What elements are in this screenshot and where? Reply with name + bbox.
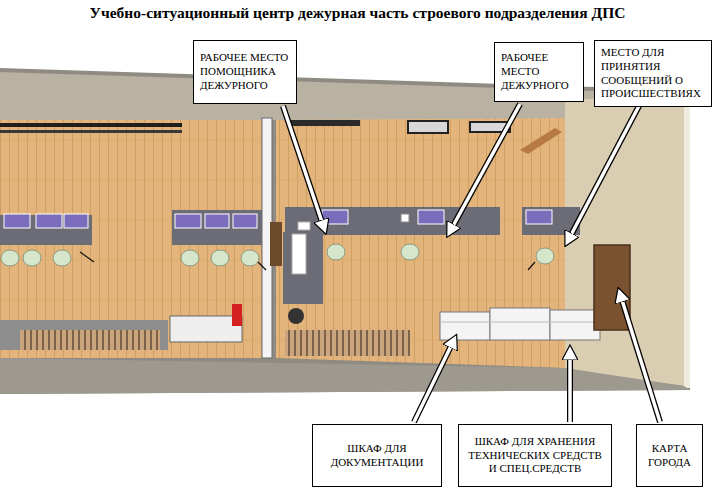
shelf	[520, 128, 562, 154]
callout-box: РАБОЧЕЕ МЕСТО ДЕЖУРНОГО	[494, 42, 584, 102]
cabinet	[550, 310, 600, 340]
desk	[0, 215, 92, 245]
extinguisher	[232, 304, 242, 326]
callout-label: ШКАФ ДЛЯ ДОКУМЕНТАЦИИ	[319, 442, 435, 470]
leader-arrows	[283, 104, 660, 422]
desk	[172, 210, 262, 245]
callout-box: КАРТА ГОРОДА	[636, 424, 703, 487]
callout-label: МЕСТО ДЛЯ ПРИНЯТИЯ СООБЩЕНИЙ О ПРОИСШЕСТ…	[601, 46, 705, 101]
callout-label: КАРТА ГОРОДА	[643, 442, 696, 470]
grating	[285, 330, 410, 356]
cabinet	[0, 320, 168, 350]
diagram-title: Учебно-ситуационный центр дежурная часть…	[0, 4, 715, 22]
callout-box: РАБОЧЕЕ МЕСТО ПОМОЩНИКА ДЕЖУРНОГО	[193, 40, 297, 104]
cabinet-line	[440, 322, 600, 323]
cabinet	[170, 316, 242, 342]
monitors	[4, 210, 552, 228]
chairs	[1, 244, 554, 266]
window	[0, 123, 182, 127]
end-wall-edge	[684, 92, 690, 388]
window	[290, 120, 360, 126]
end-wall	[565, 94, 684, 386]
callout-box: МЕСТО ДЛЯ ПРИНЯТИЯ СООБЩЕНИЙ О ПРОИСШЕСТ…	[594, 40, 712, 107]
cabinet	[440, 312, 490, 340]
front-wall	[0, 358, 690, 394]
papers	[292, 234, 306, 274]
floor-right	[276, 118, 565, 368]
callout-box: ШКАФ ДЛЯ ХРАНЕНИЯ ТЕХНИЧЕСКИХ СРЕДСТВ И …	[458, 424, 612, 487]
grating	[20, 330, 160, 350]
partition-door	[270, 222, 282, 266]
window	[0, 130, 182, 133]
callout-label: РАБОЧЕЕ МЕСТО ДЕЖУРНОГО	[501, 51, 577, 92]
callout-box: ШКАФ ДЛЯ ДОКУМЕНТАЦИИ	[312, 424, 442, 487]
papers	[298, 222, 310, 230]
chair-legs	[80, 252, 535, 270]
callout-label: ШКАФ ДЛЯ ХРАНЕНИЯ ТЕХНИЧЕСКИХ СРЕДСТВ И …	[465, 435, 605, 476]
phone	[401, 214, 409, 222]
room-shell	[0, 68, 690, 394]
bin	[288, 308, 304, 324]
cabinet	[490, 308, 550, 340]
desk	[283, 232, 323, 304]
window	[408, 121, 448, 133]
callout-label: РАБОЧЕЕ МЕСТО ПОМОЩНИКА ДЕЖУРНОГО	[200, 51, 290, 92]
floor-left	[0, 120, 262, 358]
